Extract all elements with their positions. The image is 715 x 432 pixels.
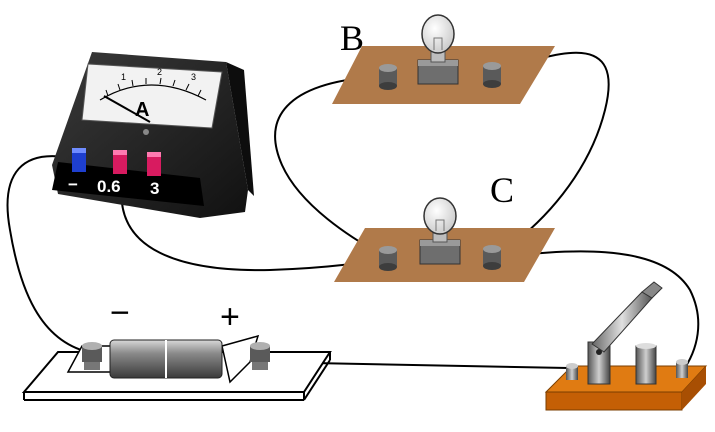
switch-lever <box>591 281 663 353</box>
switch-clip-post <box>635 343 657 385</box>
bulb-b-left-terminal <box>379 64 397 90</box>
wire-bulb-b-left-to-bulb-c-left <box>274 75 389 259</box>
label-bulb-c: C <box>490 170 514 210</box>
ammeter-terminal-0.6 <box>113 150 127 174</box>
bulb-board-b <box>332 14 555 104</box>
ammeter-terminal-label-3: 3 <box>150 179 159 198</box>
ammeter: 1 2 3 A − 0.6 3 <box>52 52 254 218</box>
wire-bulb-b-right-to-bulb-c-right <box>491 51 610 259</box>
battery-positive-sign: + <box>220 298 240 336</box>
bulb-b-icon <box>421 14 455 63</box>
switch-base-side <box>682 366 706 410</box>
knife-switch <box>544 281 708 411</box>
bulb-c-right-terminal <box>483 245 501 270</box>
switch-left-terminal <box>566 363 578 380</box>
bulb-b-right-terminal <box>483 62 501 88</box>
switch-base-front <box>545 391 683 411</box>
bulb-c-left-terminal <box>379 246 397 271</box>
ammeter-terminal-negative <box>72 148 86 172</box>
ammeter-scale-ticks <box>105 77 202 97</box>
wire-meter-neg-to-battery-neg <box>6 155 89 353</box>
bulb-c-socket <box>419 239 461 265</box>
ammeter-terminal-label-0.6: 0.6 <box>97 177 121 196</box>
ammeter-scale-arc <box>99 84 207 101</box>
ammeter-letter: A <box>135 99 149 121</box>
battery-negative-sign: − <box>110 294 130 332</box>
battery-positive-terminal <box>250 342 270 370</box>
ammeter-scale-number-3: 3 <box>191 72 196 82</box>
label-bulb-b: B <box>340 18 364 58</box>
bulb-b-socket <box>417 59 459 85</box>
bulb-board-c <box>334 197 555 282</box>
ammeter-side <box>226 62 254 196</box>
ammeter-zero-screw <box>143 129 149 135</box>
ammeter-face <box>81 63 223 129</box>
ammeter-scale-number-1: 1 <box>121 72 126 82</box>
switch-right-terminal <box>676 359 688 378</box>
ammeter-terminal-block <box>52 162 204 206</box>
ammeter-terminal-label-negative: − <box>68 175 78 194</box>
ammeter-terminal-3 <box>147 152 161 176</box>
battery-holder: − + <box>21 294 332 401</box>
bulb-c-icon <box>423 197 457 243</box>
wire-bulb-c-right-to-switch <box>491 250 700 373</box>
battery-negative-terminal <box>82 342 102 370</box>
ammeter-needle <box>103 95 151 123</box>
ammeter-scale-number-2: 2 <box>157 67 162 77</box>
